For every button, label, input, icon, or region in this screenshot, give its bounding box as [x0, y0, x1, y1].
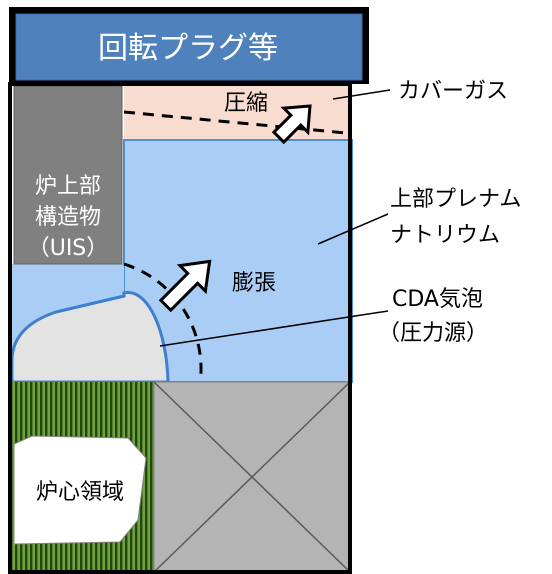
cover-gas-region — [124, 86, 349, 140]
uis-label-line-3: （UIS） — [28, 236, 109, 261]
core-region: 炉心領域 — [12, 382, 154, 572]
uis-label-line-2: 構造物 — [35, 205, 101, 230]
outline-arrow-up-right-icon — [271, 104, 312, 145]
core-region-label-bg — [13, 435, 147, 545]
cda-bubble-leader — [159, 310, 389, 347]
rotating-plug: 回転プラグ等 — [9, 7, 369, 84]
uis-label-line-1: 炉上部 — [35, 174, 101, 199]
cover-gas-leader — [332, 89, 391, 100]
upper-internal-structure: 炉上部 構造物 （UIS） — [13, 85, 123, 265]
expansion-dashed-circle — [123, 262, 203, 385]
rotating-plug-label: 回転プラグ等 — [98, 31, 278, 66]
lower-structure-box — [153, 381, 351, 573]
upper-plenum-label-line-2: ナトリウム — [390, 223, 500, 248]
reactor-vessel-outline — [8, 82, 352, 574]
compression-label: 圧縮 — [224, 91, 268, 116]
cda-bubble-label-line-1: CDA気泡 — [392, 287, 483, 312]
cda-bubble-label-line-2: （圧力源） — [378, 321, 488, 346]
upper-plenum-leader — [317, 213, 389, 245]
cda-bubble — [10, 291, 170, 384]
core-region-label: 炉心領域 — [36, 480, 124, 505]
upper-plenum-label-line-1: 上部プレナム — [390, 187, 521, 212]
cover-gas-label: カバーガス — [398, 79, 508, 104]
outline-arrow-up-right-icon — [158, 259, 212, 313]
expansion-label: 膨張 — [232, 271, 276, 296]
